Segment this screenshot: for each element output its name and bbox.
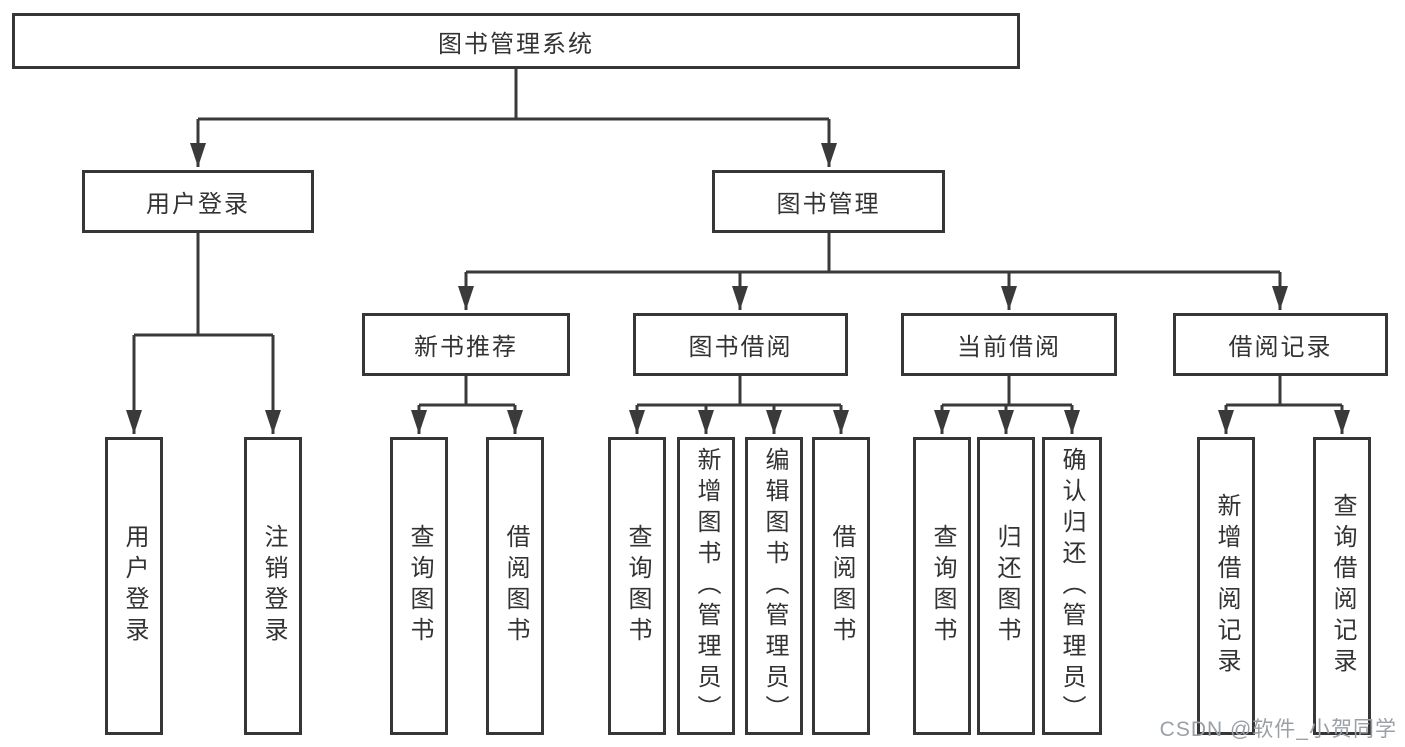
node-root-system: 图书管理系统: [12, 13, 1020, 69]
edge-arrows: [126, 119, 1350, 434]
leaf-records-query-record: 查询借阅记录: [1313, 437, 1371, 735]
leaf-borrow-edit-books-admin: 编辑图书（管理员）: [745, 437, 803, 735]
node-book-management: 图书管理: [712, 170, 945, 233]
edge-rails: [134, 68, 1342, 407]
leaf-current-confirm-return-admin: 确认归还（管理员）: [1042, 437, 1102, 735]
leaf-borrow-query-books: 查询图书: [608, 437, 666, 735]
leaf-logout: 注销登录: [244, 437, 302, 735]
node-book-borrow: 图书借阅: [633, 313, 848, 376]
leaf-records-add-record: 新增借阅记录: [1197, 437, 1255, 735]
leaf-rec-query-books: 查询图书: [390, 437, 448, 735]
leaf-current-return-books: 归还图书: [977, 437, 1035, 735]
csdn-watermark: CSDN @软件_小贺同学: [1159, 718, 1397, 741]
leaf-user-login: 用户登录: [105, 437, 163, 735]
leaf-borrow-add-books-admin: 新增图书（管理员）: [677, 437, 735, 735]
leaf-borrow-borrow-books: 借阅图书: [812, 437, 870, 735]
node-borrow-records: 借阅记录: [1173, 313, 1388, 376]
leaf-current-query-books: 查询图书: [913, 437, 971, 735]
node-current-borrow: 当前借阅: [901, 313, 1117, 376]
leaf-rec-borrow-books: 借阅图书: [486, 437, 544, 735]
node-new-book-recommend: 新书推荐: [362, 313, 570, 376]
node-user-login: 用户登录: [82, 170, 314, 233]
